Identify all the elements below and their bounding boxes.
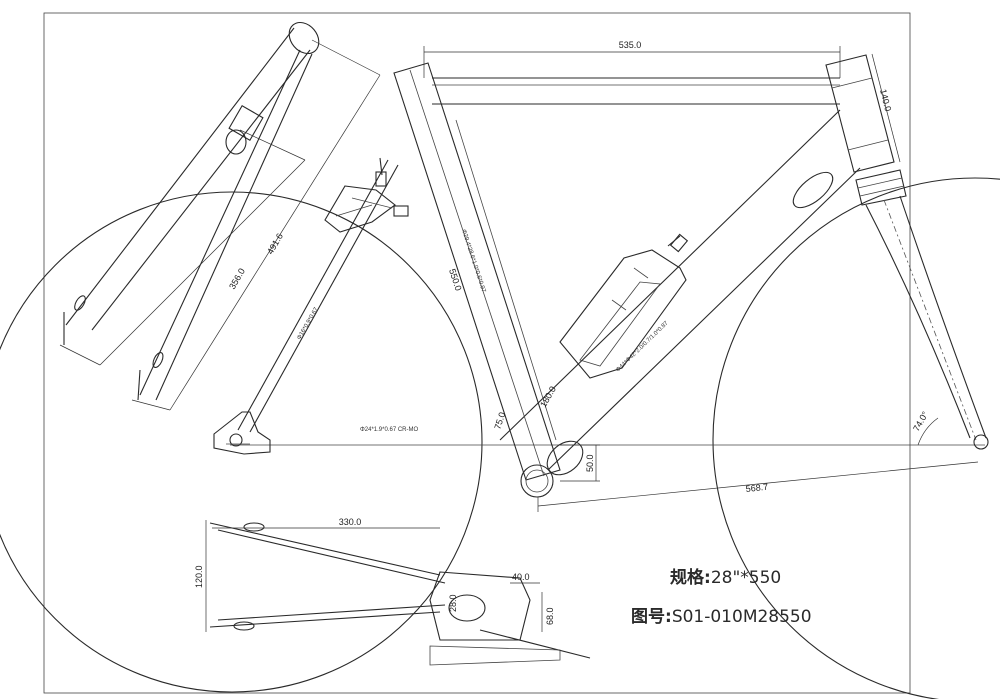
- seat-tube-spec: Φ29.4*28.6*1.0*0.6*0.97: [460, 229, 486, 294]
- chainstay-section: [209, 522, 591, 666]
- head-tube: [825, 54, 895, 173]
- front-dropout: [973, 434, 989, 450]
- rear-stays: [63, 21, 320, 401]
- brake-caliper: [324, 157, 409, 233]
- drawing-border: [43, 12, 911, 694]
- dim-down-tube-lower-label: 180.0: [538, 384, 558, 409]
- dim-chainstay-label: 330.0: [339, 517, 362, 527]
- bottom-bracket: [520, 464, 554, 498]
- dim-top-tube-label: 535.0: [619, 40, 642, 50]
- front-wheel: [712, 177, 1000, 699]
- seat-stay-spec: Φ16*0.9*0.67: [297, 306, 321, 341]
- dim-bb-drop: 50.0: [560, 444, 600, 482]
- head-angle-label: 74.0°: [911, 409, 930, 433]
- spec-drawing-label: 图号: [631, 607, 665, 627]
- dim-bb-small-label: 28.0: [448, 594, 458, 612]
- dim-reach: 568.7: [537, 461, 979, 512]
- rear-wheel: [0, 191, 483, 693]
- seat-stay: Φ16*0.9*0.67: [237, 159, 399, 433]
- spec-drawing-value: S01-010M28550: [672, 607, 812, 627]
- chainstay-spec: Φ24*1.9*0.67 CR-MO: [360, 427, 418, 433]
- dim-reach-label: 568.7: [745, 482, 768, 494]
- spec-size-label: 规格: [670, 567, 705, 588]
- dim-top-tube: 535.0: [423, 40, 841, 78]
- dim-bb-height-label: 75.0: [492, 411, 507, 431]
- dim-bb-shell-label: 68.0: [545, 607, 555, 625]
- dim-bb-drop-label: 50.0: [585, 454, 595, 472]
- spec-drawing: 图号:S01-010M28550: [631, 607, 812, 627]
- seat-tube: Φ29.4*28.6*1.0*0.6*0.97 550.0: [393, 62, 561, 481]
- down-tube: Φ44*Φ42*2.0/0.7/1.0*0.87: [499, 109, 861, 476]
- fork: [855, 169, 989, 450]
- spec-size-value: 28"*550: [711, 568, 781, 588]
- dim-bb-width-label: 40.0: [512, 572, 530, 582]
- top-tube: [432, 77, 840, 105]
- dim-head-tube: 140.0: [871, 53, 901, 163]
- dim-chainstay: 330.0 120.0 40.0 68.0 28.0: [194, 517, 555, 632]
- spec-size: 规格:28"*550: [670, 567, 781, 588]
- dim-stay-a-label: 491.6: [265, 231, 285, 256]
- dim-dropout-gap-label: 120.0: [194, 565, 204, 588]
- head-angle-mark: 74.0°: [911, 409, 939, 446]
- bottom-bracket-inner: [525, 469, 549, 493]
- rear-dropout: Φ24*1.9*0.67 CR-MO: [213, 411, 418, 455]
- dim-seat-tube-label: 550.0: [447, 268, 463, 293]
- dim-stay-b-label: 356.0: [227, 266, 247, 291]
- spec-block: 规格:28"*550 图号:S01-010M28550: [631, 567, 812, 627]
- water-bottle: [559, 233, 689, 379]
